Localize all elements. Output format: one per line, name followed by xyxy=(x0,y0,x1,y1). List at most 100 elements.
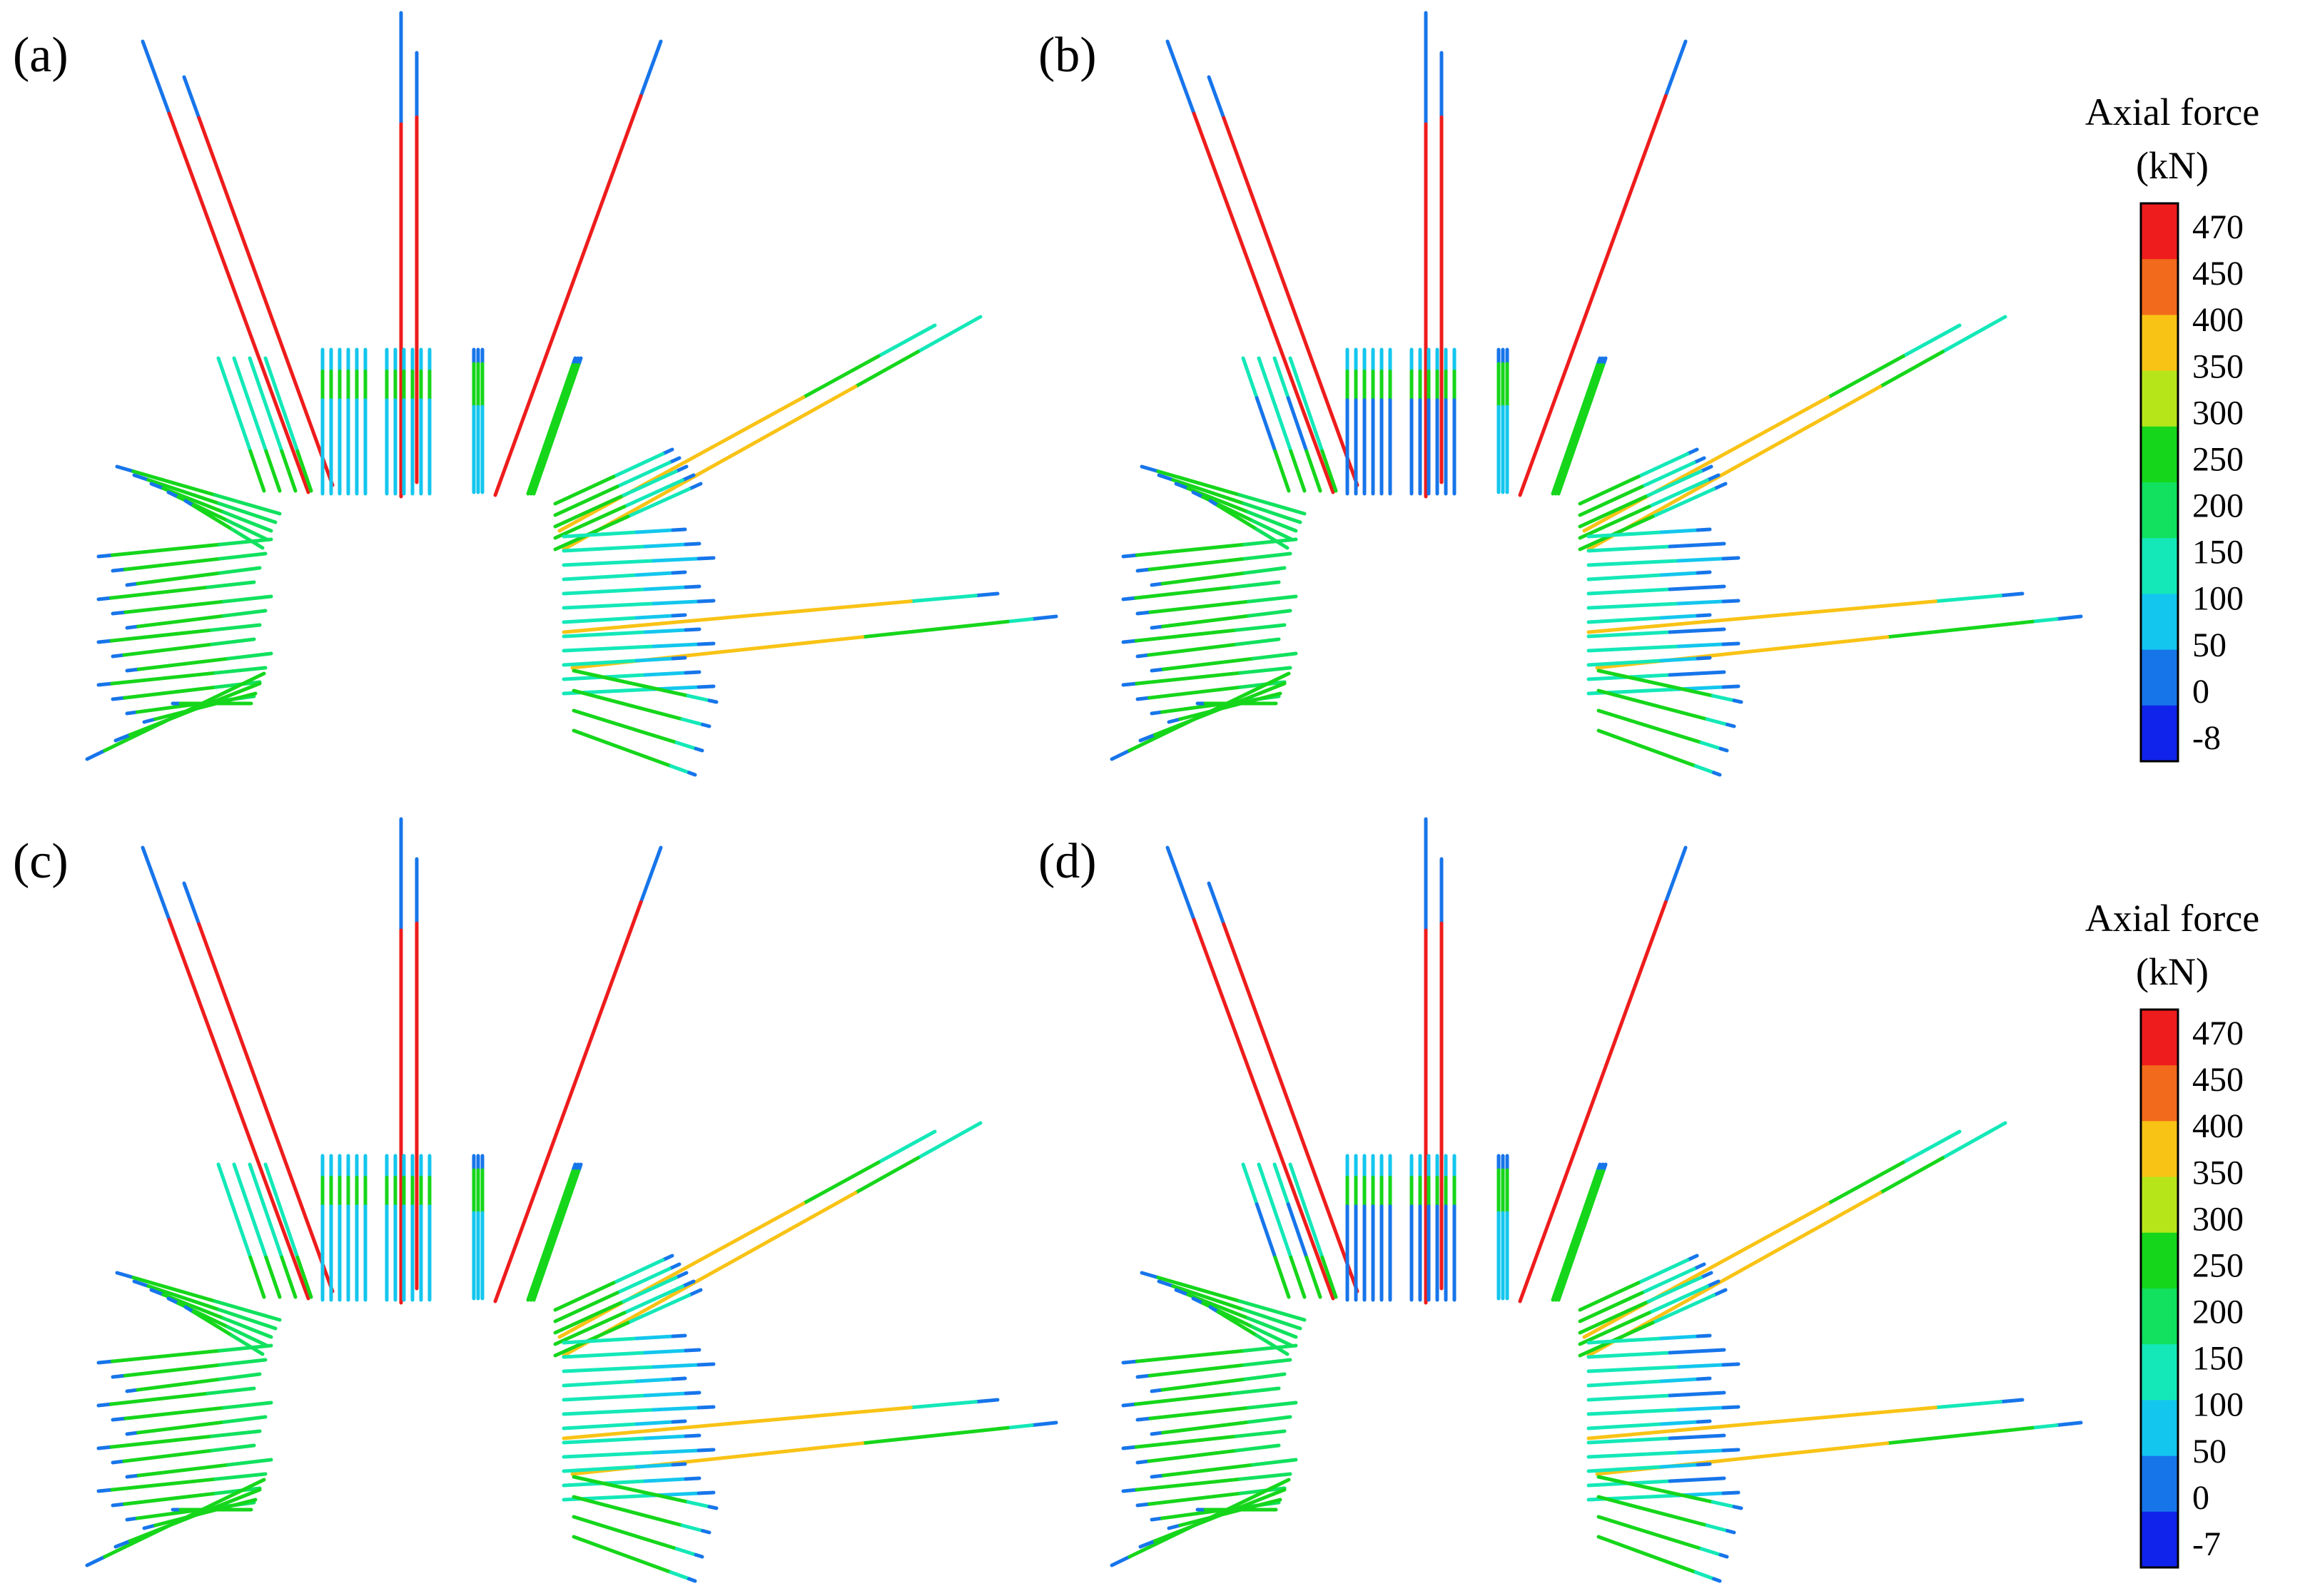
legend-color-band xyxy=(2141,1455,2178,1513)
bolt-segment xyxy=(1668,628,1713,634)
bolt-segment xyxy=(264,449,282,493)
bolt-segment xyxy=(684,584,701,589)
bolt-segment xyxy=(1693,1570,1716,1581)
legend-color-band xyxy=(2141,1400,2178,1457)
legend-top-bands xyxy=(2141,203,2178,762)
bolt-segment xyxy=(572,708,679,745)
bolt-segment xyxy=(634,571,675,577)
bolt-segment xyxy=(1933,1400,2003,1410)
bolt-segment xyxy=(669,1570,691,1581)
bolt-segment xyxy=(1586,1450,1681,1459)
bolt-segment xyxy=(696,1405,716,1410)
bolt-segment xyxy=(1554,363,1603,496)
bolt-segment xyxy=(125,1388,140,1393)
bolt-segment xyxy=(109,1434,213,1449)
bolt-segment xyxy=(1242,566,1287,575)
bolt-segment xyxy=(1242,1343,1298,1353)
bolt-segment xyxy=(110,671,218,686)
bolt-segment xyxy=(113,733,132,743)
bolt-segment xyxy=(280,1255,298,1299)
legend-tick-label: 250 xyxy=(2192,1246,2244,1284)
bolt-segment xyxy=(1320,449,1338,493)
legend-tick-label: 150 xyxy=(2192,1340,2244,1378)
bolt-segment xyxy=(1234,1429,1287,1438)
bolt-segment xyxy=(1241,356,1259,400)
bolt-segment xyxy=(263,356,281,400)
bolt-segment xyxy=(562,559,656,567)
bolt-segment xyxy=(694,746,704,753)
bolt-segment xyxy=(1586,1422,1663,1430)
bolt-segment xyxy=(671,527,687,532)
bolt-segment xyxy=(1147,1448,1239,1463)
bolt-segment xyxy=(1273,1255,1291,1299)
bolt-segment xyxy=(245,1202,268,1259)
bolt-segment xyxy=(261,396,284,453)
bolt-segment xyxy=(1134,628,1238,643)
bolt-segment xyxy=(1147,642,1239,657)
bolt-segment xyxy=(1257,1162,1275,1206)
bolt-segment xyxy=(634,1377,675,1383)
bolt-segment xyxy=(110,1348,221,1363)
bolt-segment xyxy=(1235,637,1281,646)
bolt-segment xyxy=(639,845,663,904)
bolt-segment xyxy=(1596,1535,1698,1575)
bolt-segment xyxy=(1242,552,1292,561)
bolt-segment xyxy=(1699,741,1723,751)
bolt-segment xyxy=(218,566,262,575)
bolt-segment xyxy=(1643,469,1703,499)
bolt-segment xyxy=(1586,530,1663,539)
bolt-segment xyxy=(1708,1476,1726,1481)
bolt-segment xyxy=(1305,1255,1322,1299)
bolt-segment xyxy=(626,1293,692,1325)
bolt-segment xyxy=(687,1288,703,1297)
bolt-segment xyxy=(643,628,688,634)
bolt-segment xyxy=(1668,1477,1713,1483)
bolt-segment xyxy=(108,1391,210,1406)
bolt-segment xyxy=(674,741,698,751)
bolt-segment xyxy=(562,1436,647,1445)
bolt-segment xyxy=(167,918,310,1301)
bolt-segment xyxy=(1174,482,1190,491)
legend-tick-label: -8 xyxy=(2192,719,2221,757)
bolt-segment xyxy=(619,1276,678,1305)
panel-d: (d) xyxy=(1038,817,2083,1583)
bolt-segment xyxy=(562,1336,639,1345)
bolt-segment xyxy=(217,1308,278,1331)
bolt-segment xyxy=(1885,1425,2035,1445)
bolt-segment xyxy=(206,1386,256,1396)
bolt-segment xyxy=(1721,556,1741,561)
legend-color-band xyxy=(2141,649,2178,706)
bolt-segment xyxy=(226,651,273,661)
bolt-segment xyxy=(801,354,881,400)
bolt-segment xyxy=(1272,1162,1290,1206)
bolt-segment xyxy=(684,1476,701,1481)
bolt-segment xyxy=(1578,1311,1651,1346)
bolt-segment xyxy=(122,685,218,700)
bolt-segment xyxy=(1578,504,1651,540)
bolt-segment xyxy=(123,1363,222,1378)
bolt-segment xyxy=(707,1505,719,1510)
bolt-segment xyxy=(210,637,256,646)
legend-color-band xyxy=(2141,1176,2178,1234)
bolt-segment xyxy=(1157,1279,1175,1289)
bolt-segment xyxy=(562,544,647,553)
bolt-segment xyxy=(1711,693,1736,703)
bolt-segment xyxy=(562,1450,656,1459)
bolt-segment xyxy=(1643,1276,1703,1305)
bolt-segment xyxy=(652,556,701,563)
bolt-segment xyxy=(701,1529,711,1535)
bolt-segment xyxy=(1270,396,1293,453)
bolt-segment xyxy=(1803,1406,1937,1421)
bolt-segment xyxy=(1596,669,1715,698)
bolt-segment xyxy=(1698,464,1713,474)
bolt-segment xyxy=(123,599,226,614)
bolt-segment xyxy=(1586,559,1681,567)
bolt-segment xyxy=(1135,671,1242,686)
legend-tick-label: 100 xyxy=(2192,1386,2244,1424)
bolt-segment xyxy=(1696,613,1712,618)
bolt-segment xyxy=(671,1419,687,1424)
legend-tick-label: 150 xyxy=(2192,534,2244,571)
legend-tick-label: 200 xyxy=(2192,487,2244,525)
bolt-segment xyxy=(1596,728,1698,768)
